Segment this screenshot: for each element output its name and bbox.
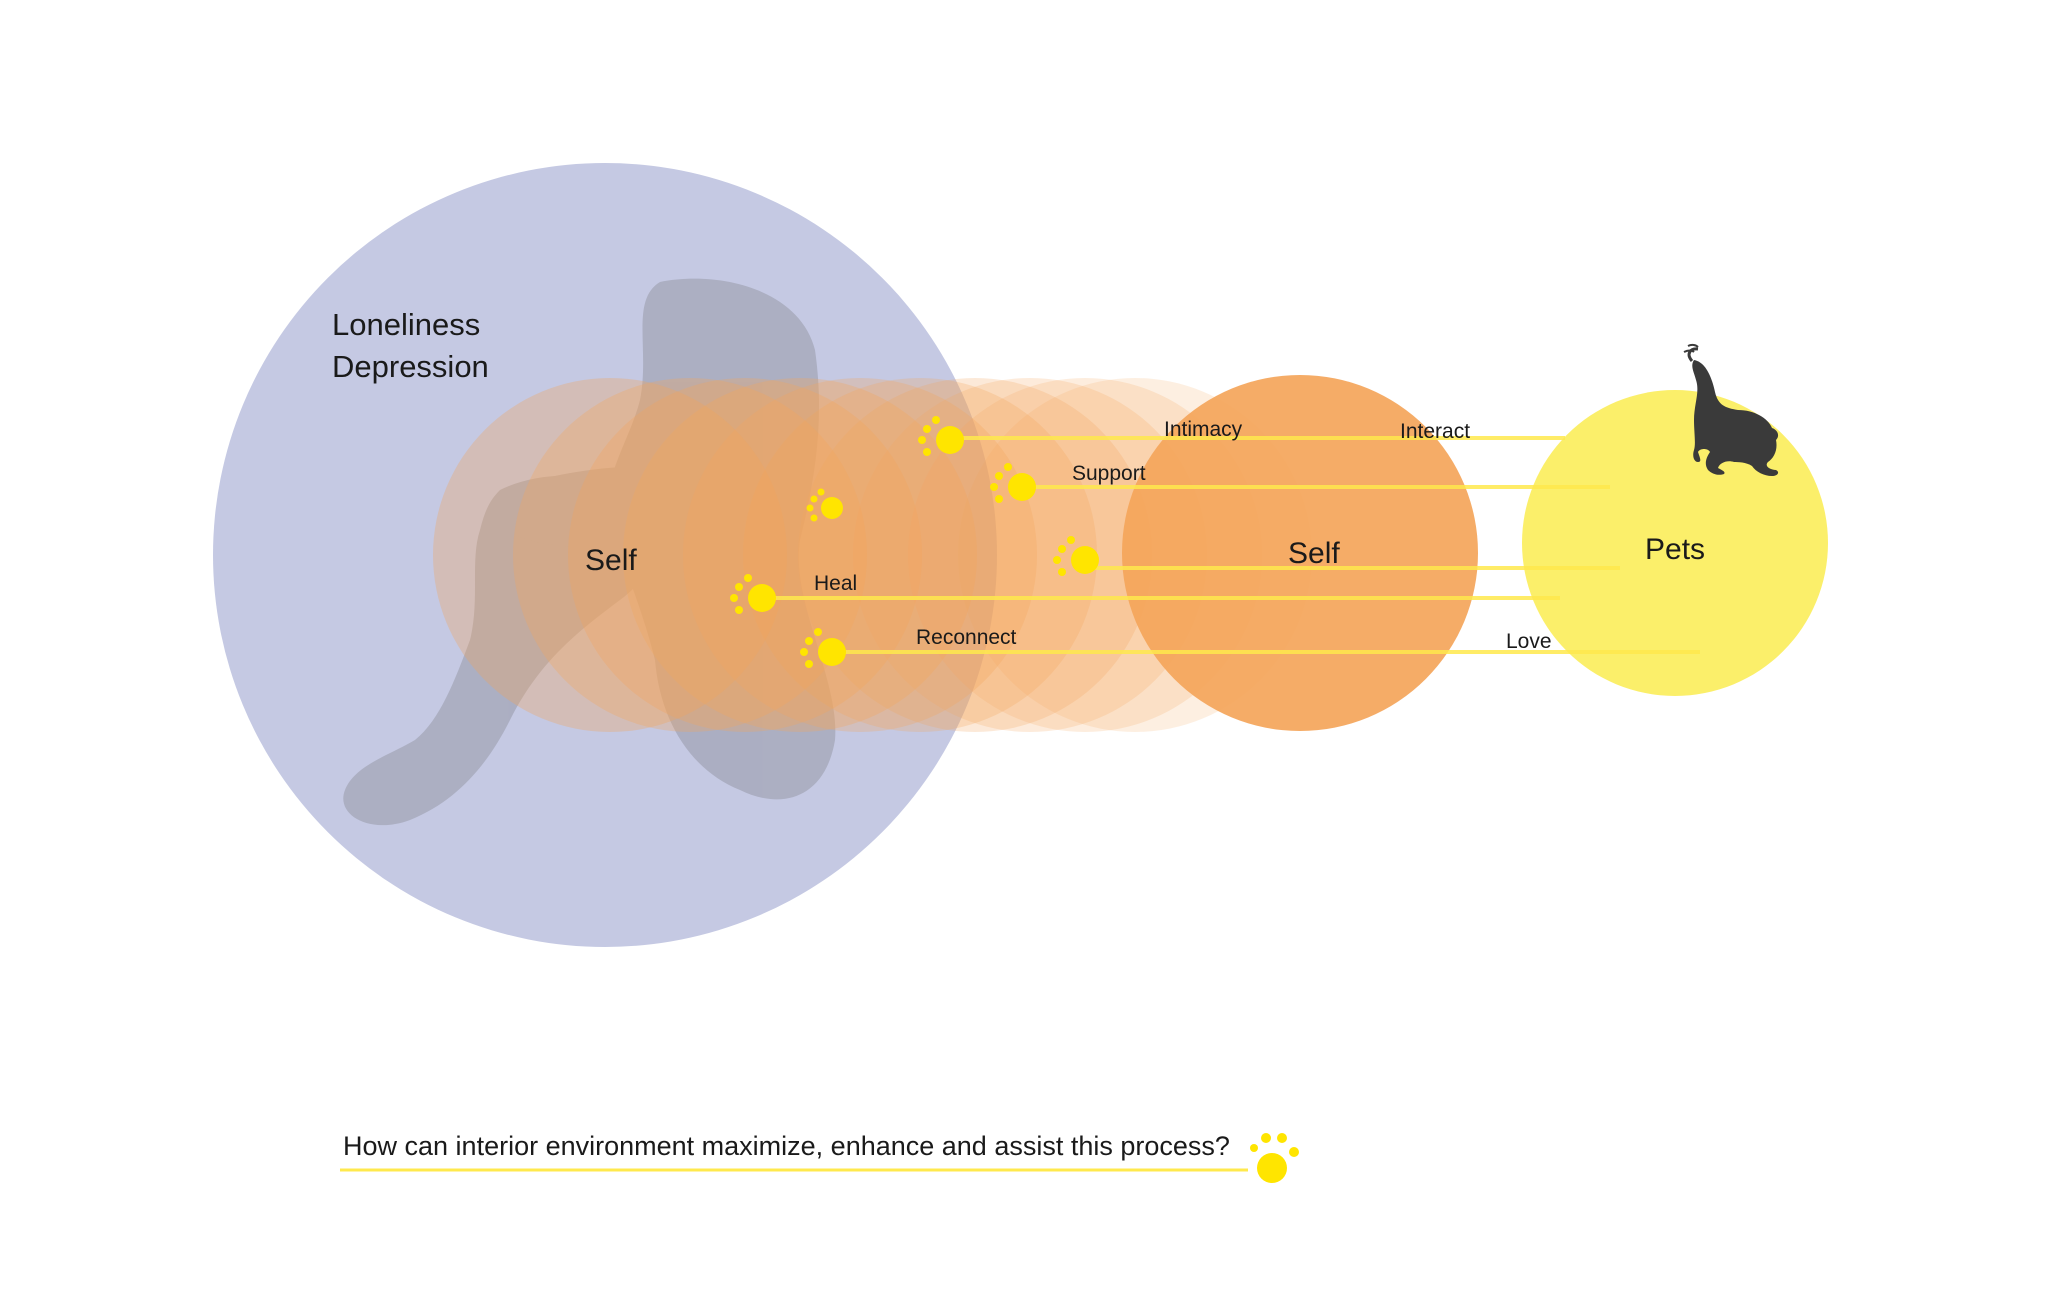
- label-depression: Depression: [332, 349, 489, 384]
- label-support: Support: [1072, 462, 1146, 485]
- label-reconnect: Reconnect: [916, 626, 1017, 649]
- question-text: How can interior environment maximize, e…: [343, 1131, 1230, 1161]
- label-self-right: Self: [1288, 537, 1340, 570]
- label-loneliness: Loneliness: [332, 307, 480, 342]
- label-self-left: Self: [585, 544, 637, 577]
- label-interact: Interact: [1400, 420, 1470, 443]
- label-heal: Heal: [814, 572, 857, 595]
- label-intimacy: Intimacy: [1164, 418, 1243, 441]
- cat-icon: [1684, 345, 1778, 476]
- paw-print-icon: [1250, 1133, 1299, 1183]
- label-love: Love: [1506, 630, 1552, 653]
- label-pets: Pets: [1645, 533, 1705, 566]
